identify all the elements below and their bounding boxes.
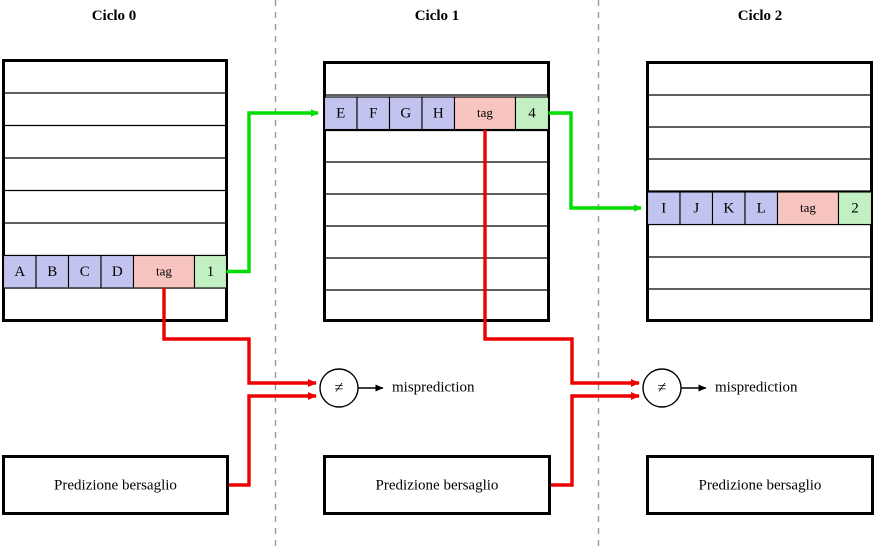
instruction-label-h: H xyxy=(433,105,444,121)
misprediction-label-1: misprediction xyxy=(715,379,798,395)
tag-wire-cycle-0-to-comparator-0 xyxy=(162,288,317,387)
prediction-box-label-2: Predizione bersaglio xyxy=(699,477,822,493)
instruction-label-b: B xyxy=(47,264,57,280)
instruction-label-l: L xyxy=(757,200,766,216)
instruction-cell-j xyxy=(679,191,714,226)
instruction-label-j: J xyxy=(693,200,699,216)
instruction-label-k: K xyxy=(723,200,734,216)
tag-cell-cycle-2 xyxy=(776,191,840,226)
prediction-wire-cycle-0-to-comparator-0 xyxy=(228,392,317,487)
comparator-0: ≠ misprediction xyxy=(319,368,475,408)
tag-wire-cycle-1-to-comparator-1 xyxy=(483,130,640,387)
instruction-label-g: G xyxy=(400,105,411,121)
buffer-table-cycle-1: E F G H tag 4 xyxy=(323,61,550,322)
instruction-label-d: D xyxy=(112,264,123,280)
prediction-box-cycle-0: Predizione bersaglio xyxy=(2,455,229,515)
instruction-cell-c xyxy=(67,254,102,289)
target-label-cycle-1: 4 xyxy=(528,105,536,121)
target-label-cycle-2: 2 xyxy=(851,200,859,216)
instruction-label-a: A xyxy=(14,264,25,280)
prediction-box-label-1: Predizione bersaglio xyxy=(376,477,499,493)
prediction-wire-cycle-1-to-comparator-1 xyxy=(550,392,640,487)
instruction-cell-f xyxy=(356,96,391,131)
target-wire-cycle-1-to-2 xyxy=(548,111,642,212)
tag-label-cycle-0: tag xyxy=(156,263,172,278)
misprediction-label-0: misprediction xyxy=(392,379,475,395)
target-cell-cycle-2 xyxy=(837,191,873,226)
target-cell-cycle-0 xyxy=(193,254,228,289)
comparator-symbol-0: ≠ xyxy=(335,380,344,397)
prediction-box-cycle-2: Predizione bersaglio xyxy=(646,455,874,515)
instruction-label-i: I xyxy=(661,200,666,216)
entry-row-cycle-2: I J K L tag 2 xyxy=(646,191,873,226)
buffer-table-cycle-0: A B C D tag 1 xyxy=(2,59,228,322)
instruction-label-c: C xyxy=(80,264,90,280)
comparator-symbol-1: ≠ xyxy=(658,380,667,397)
instruction-label-e: E xyxy=(336,105,345,121)
instruction-cell-h xyxy=(421,96,456,131)
entry-row-cycle-1: E F G H tag 4 xyxy=(323,96,550,131)
target-cell-cycle-1 xyxy=(514,96,550,131)
cycle-title-2: Ciclo 2 xyxy=(738,8,783,24)
instruction-cell-b xyxy=(35,254,70,289)
tag-label-cycle-2: tag xyxy=(800,200,816,215)
comparator-1: ≠ misprediction xyxy=(642,368,798,408)
target-label-cycle-0: 1 xyxy=(207,264,215,280)
prediction-box-label-0: Predizione bersaglio xyxy=(54,477,177,493)
target-wire-cycle-0-to-1 xyxy=(226,109,319,274)
entry-row-cycle-0: A B C D tag 1 xyxy=(2,254,228,289)
cycle-title-0: Ciclo 0 xyxy=(92,8,137,24)
cycle-title-1: Ciclo 1 xyxy=(415,8,460,24)
buffer-table-cycle-2: I J K L tag 2 xyxy=(646,61,873,322)
instruction-cell-d xyxy=(100,254,135,289)
instruction-cell-l xyxy=(744,191,779,226)
prediction-box-cycle-1: Predizione bersaglio xyxy=(323,455,551,515)
tag-label-cycle-1: tag xyxy=(477,105,493,120)
instruction-cell-g xyxy=(388,96,423,131)
instruction-label-f: F xyxy=(369,105,377,121)
instruction-cell-i xyxy=(646,191,681,226)
